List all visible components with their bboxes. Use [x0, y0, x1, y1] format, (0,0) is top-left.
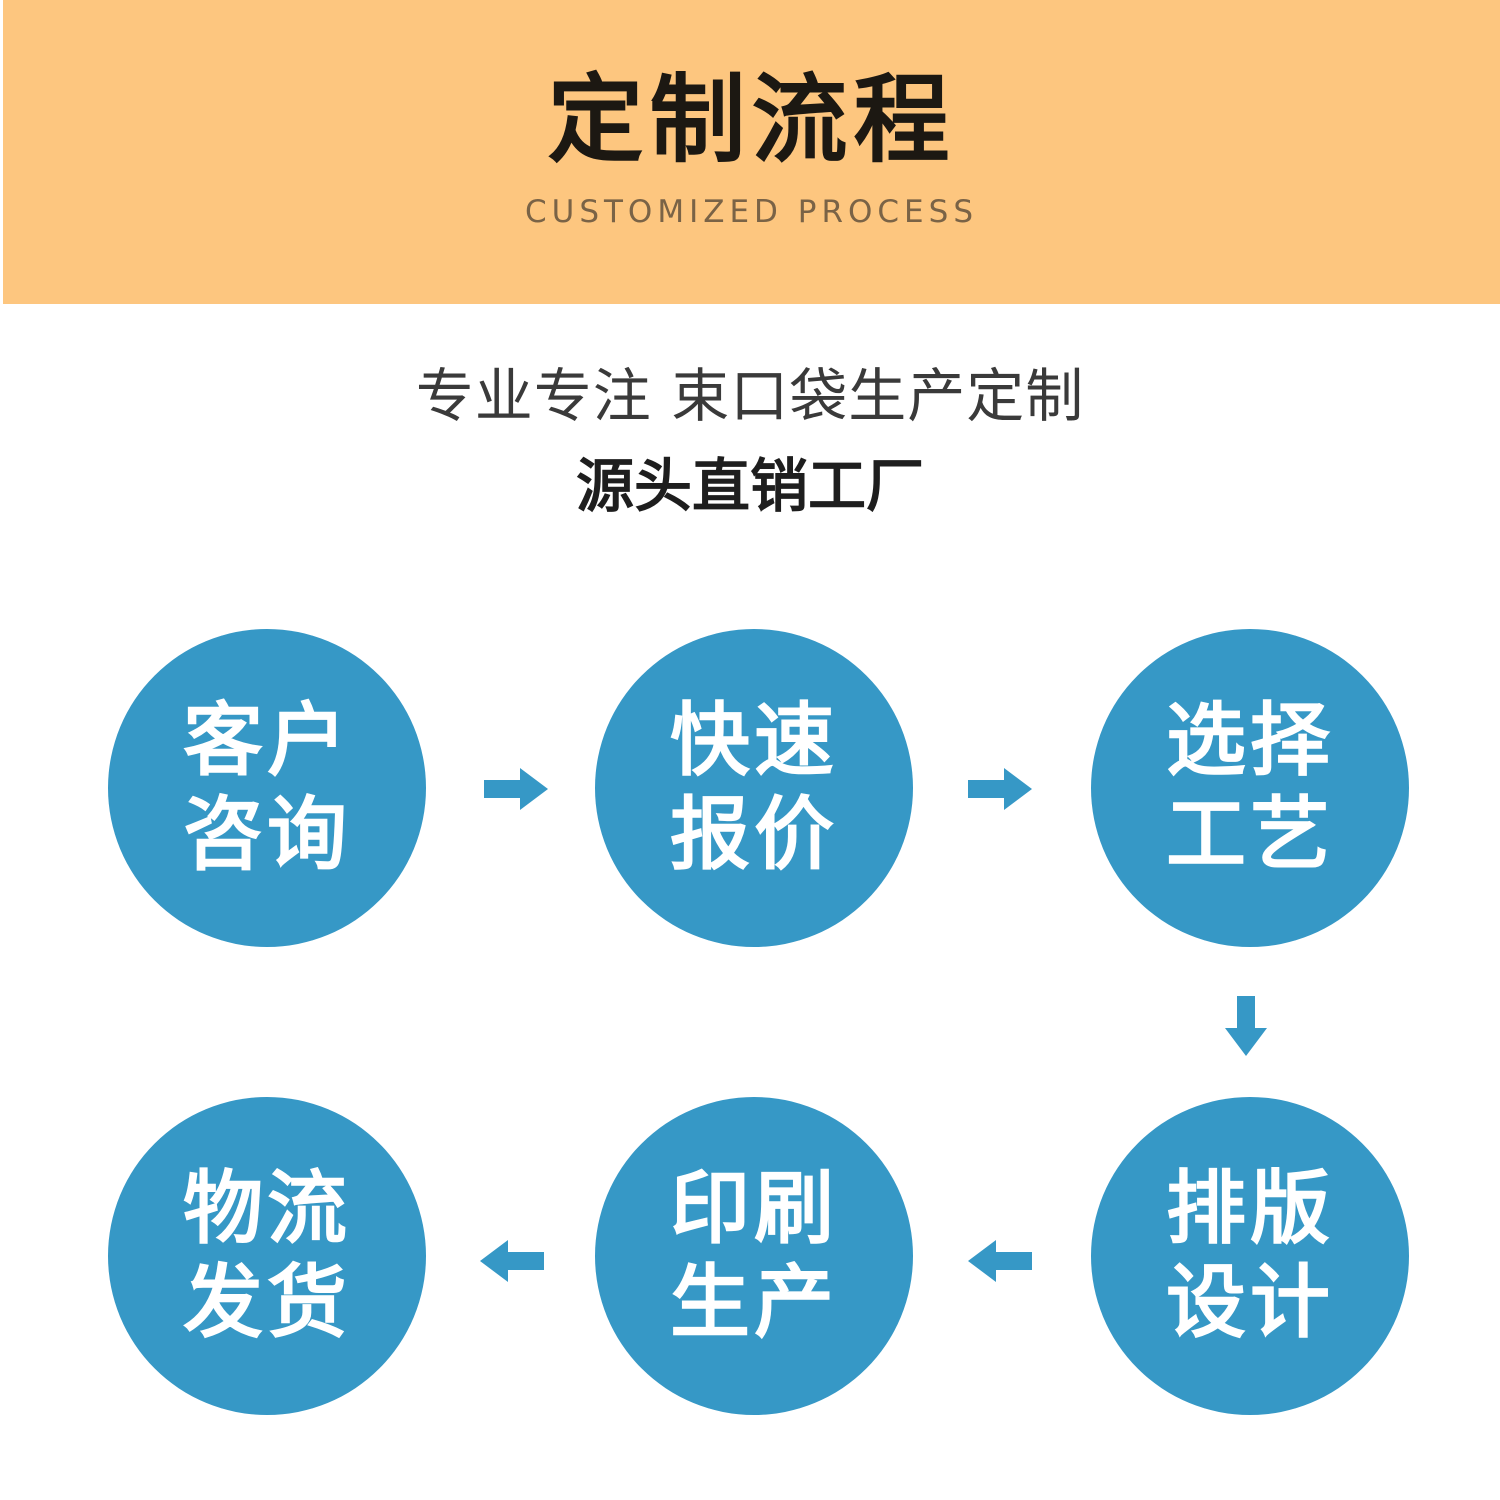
- header-banner: 定制流程 CUSTOMIZED PROCESS: [3, 0, 1500, 304]
- step-circle-consult: 客户咨询: [108, 629, 426, 947]
- step-circle-craft: 选择工艺: [1091, 629, 1409, 947]
- step-label: 客户咨询: [183, 693, 351, 881]
- step-label: 排版设计: [1166, 1161, 1334, 1349]
- arrow-left-icon: [480, 1240, 544, 1282]
- tagline-line1: 专业专注 束口袋生产定制: [415, 362, 1085, 430]
- step-label: 快速报价: [670, 693, 838, 881]
- arrow-left-icon: [968, 1240, 1032, 1282]
- step-label: 印刷生产: [670, 1161, 838, 1349]
- page-title: 定制流程: [547, 64, 956, 176]
- step-circle-print: 印刷生产: [595, 1097, 913, 1415]
- step-circle-ship: 物流发货: [108, 1097, 426, 1415]
- arrow-down-icon: [1225, 996, 1267, 1056]
- step-label: 选择工艺: [1166, 693, 1334, 881]
- arrow-right-icon: [968, 768, 1032, 810]
- step-label: 物流发货: [183, 1161, 351, 1349]
- tagline-line2: 源头直销工厂: [575, 452, 924, 520]
- step-circle-layout: 排版设计: [1091, 1097, 1409, 1415]
- arrow-right-icon: [484, 768, 548, 810]
- page-subtitle: CUSTOMIZED PROCESS: [524, 194, 978, 230]
- step-circle-quote: 快速报价: [595, 629, 913, 947]
